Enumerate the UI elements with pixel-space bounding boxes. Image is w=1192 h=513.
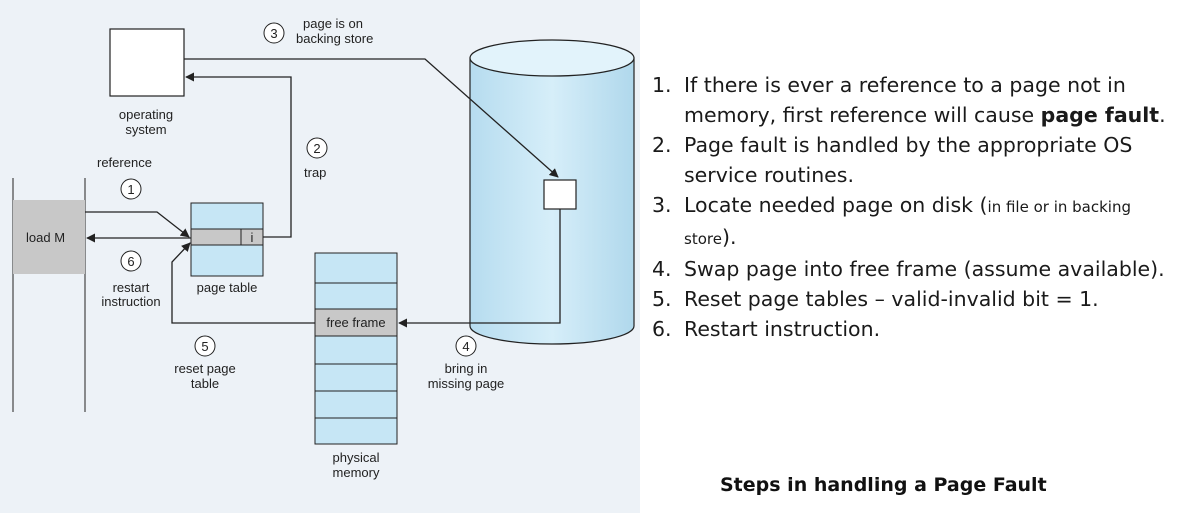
- step-item-4-number: 4.: [652, 257, 672, 281]
- step-2-number: 2: [313, 141, 320, 156]
- reset-page-table-label-2: table: [191, 376, 219, 391]
- step-6-number: 6: [127, 254, 134, 269]
- step-item-1-line2-pre: memory, first reference will cause: [684, 103, 1041, 127]
- step-3-circle: [263, 22, 285, 44]
- free-frame-label: free frame: [326, 315, 385, 330]
- step-1-number: 1: [127, 182, 134, 197]
- backing-store-disk-top: [469, 39, 635, 77]
- step-item-3-number: 3.: [652, 193, 672, 217]
- backing-store-label-1: page is on: [303, 16, 363, 31]
- reference-label: reference: [97, 155, 152, 170]
- reference-arrow: [85, 211, 190, 238]
- restart-label-1: restart: [113, 280, 150, 295]
- step-5-number: 5: [201, 339, 208, 354]
- page-on-disk: [543, 179, 577, 210]
- step-item-2-line2: service routines.: [684, 163, 854, 187]
- bring-in-label-2: missing page: [428, 376, 505, 391]
- step-1-circle: [120, 178, 142, 200]
- bring-in-label-1: bring in: [445, 361, 488, 376]
- caption: Steps in handling a Page Fault: [720, 474, 1047, 496]
- step-5-circle: [194, 335, 216, 357]
- step-item-5-number: 5.: [652, 287, 672, 311]
- reset-page-table-label-1: reset page: [174, 361, 235, 376]
- steps-list: 1. If there is ever a reference to a pag…: [652, 70, 1192, 344]
- step-item-1-number: 1.: [652, 73, 672, 97]
- physical-memory: [314, 252, 398, 445]
- backing-store-arrow: [184, 58, 559, 178]
- step-item-2-line1: Page fault is handled by the appropriate…: [684, 133, 1133, 157]
- step-item-1-line1: If there is ever a reference to a page n…: [684, 73, 1126, 97]
- step-item-3: 3. Locate needed page on disk (in file o…: [652, 190, 1192, 254]
- page-fault-diagram: operating system 3 page is on backing st…: [0, 0, 640, 513]
- backing-store-label-2: backing store: [296, 31, 373, 46]
- physical-memory-label-2: memory: [333, 465, 380, 480]
- step-item-3-line1-small: in file or in backing: [987, 198, 1131, 216]
- step-item-2-number: 2.: [652, 133, 672, 157]
- invalid-bit: i: [251, 230, 254, 245]
- step-item-1-line2-post: .: [1159, 103, 1166, 127]
- step-item-6-number: 6.: [652, 317, 672, 341]
- page-table-label: page table: [197, 280, 258, 295]
- free-frame: [314, 308, 398, 337]
- load-m-instruction: [13, 200, 85, 274]
- reset-page-table-arrow: [171, 242, 315, 324]
- step-item-6: 6. Restart instruction.: [652, 314, 1192, 344]
- step-item-3-line2-small: store: [684, 230, 722, 248]
- step-item-4-text: Swap page into free frame (assume availa…: [684, 257, 1165, 281]
- step-3-number: 3: [270, 26, 277, 41]
- trap-label: trap: [304, 165, 326, 180]
- page-fault-term: page fault: [1040, 103, 1160, 127]
- operating-system-label-1: operating: [119, 107, 173, 122]
- load-m-label: load M: [26, 230, 65, 245]
- step-2-circle: [306, 137, 328, 159]
- trap-arrow: [185, 72, 292, 238]
- step-item-5: 5. Reset page tables – valid-invalid bit…: [652, 284, 1192, 314]
- bring-in-arrow: [398, 209, 561, 328]
- step-6-circle: [120, 250, 142, 272]
- restart-label-2: instruction: [101, 294, 160, 309]
- step-item-5-text: Reset page tables – valid-invalid bit = …: [684, 287, 1099, 311]
- step-item-3-line1-pre: Locate needed page on disk (: [684, 193, 988, 217]
- step-item-1: 1. If there is ever a reference to a pag…: [652, 70, 1192, 130]
- physical-memory-label-1: physical: [333, 450, 380, 465]
- step-4-number: 4: [462, 339, 469, 354]
- step-item-2: 2. Page fault is handled by the appropri…: [652, 130, 1192, 190]
- step-item-6-text: Restart instruction.: [684, 317, 881, 341]
- operating-system-label-2: system: [125, 122, 166, 137]
- step-4-circle: [455, 335, 477, 357]
- step-item-4: 4. Swap page into free frame (assume ava…: [652, 254, 1192, 284]
- operating-system-box: [109, 28, 185, 97]
- step-item-3-line2-post: ).: [721, 225, 737, 249]
